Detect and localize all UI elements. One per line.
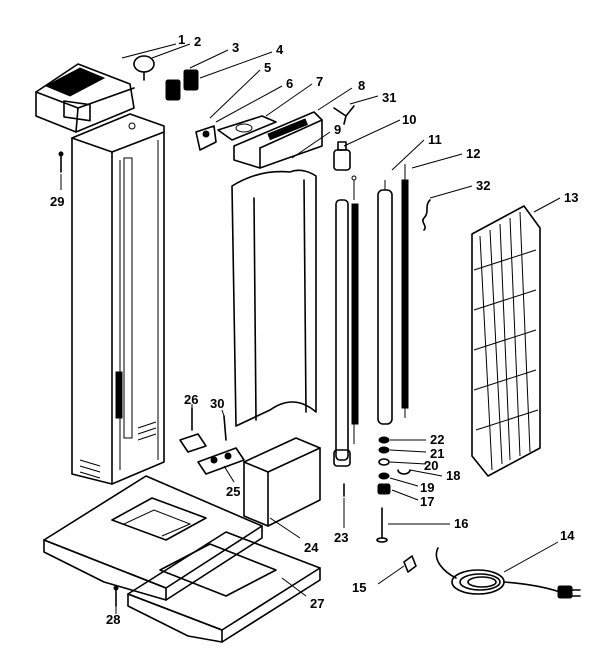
part-end-cap <box>333 141 351 171</box>
part-lower-brackets <box>179 407 245 475</box>
leader-lines <box>60 43 561 614</box>
callout-28: 28 <box>106 612 120 627</box>
part-control-panel <box>35 63 135 133</box>
callout-8: 8 <box>358 78 365 93</box>
part-base-upper <box>43 475 263 601</box>
callout-21: 21 <box>430 446 444 461</box>
callout-5: 5 <box>264 60 271 75</box>
callout-10: 10 <box>402 112 416 127</box>
part-motor-bracket <box>233 111 323 169</box>
part-motor-box <box>243 437 321 527</box>
part-heating-tube-left <box>333 175 359 467</box>
callout-16: 16 <box>454 516 468 531</box>
part-strain-relief <box>403 555 417 573</box>
part-reflector-shell <box>231 169 317 427</box>
callout-15: 15 <box>352 580 366 595</box>
callout-labels: 1 2 3 4 5 6 7 8 31 9 10 11 12 32 13 29 2… <box>50 32 578 627</box>
part-heating-coil <box>401 164 409 418</box>
part-tube-11 <box>377 180 393 425</box>
callout-17: 17 <box>420 494 434 509</box>
callout-23: 23 <box>334 530 348 545</box>
part-small-hardware <box>377 436 411 495</box>
callout-14: 14 <box>560 528 575 543</box>
part-screw-28 <box>113 585 119 607</box>
part-switches <box>165 69 199 101</box>
callout-13: 13 <box>564 190 578 205</box>
part-plate <box>217 115 277 141</box>
callout-4: 4 <box>276 42 284 57</box>
callout-31: 31 <box>382 90 396 105</box>
callout-22: 22 <box>430 432 444 447</box>
callout-18: 18 <box>446 468 460 483</box>
callout-27: 27 <box>310 596 324 611</box>
part-power-cord <box>435 547 581 599</box>
part-grille <box>471 205 541 477</box>
callout-26: 26 <box>184 392 198 407</box>
callout-11: 11 <box>428 132 442 147</box>
callout-19: 19 <box>420 480 434 495</box>
part-bracket <box>195 125 217 151</box>
callout-29: 29 <box>50 194 64 209</box>
callout-32: 32 <box>476 178 490 193</box>
callout-12: 12 <box>466 146 480 161</box>
part-cabinet-housing <box>71 113 165 485</box>
callout-9: 9 <box>334 122 341 137</box>
part-clip <box>333 105 355 125</box>
part-bolt <box>376 507 388 543</box>
callout-30: 30 <box>210 396 224 411</box>
callout-2: 2 <box>194 34 201 49</box>
callout-3: 3 <box>232 40 239 55</box>
part-screw-29 <box>58 151 64 173</box>
callout-1: 1 <box>178 32 185 47</box>
part-spring-clip <box>422 199 431 231</box>
callout-7: 7 <box>316 74 323 89</box>
vent-slots <box>79 371 157 479</box>
callout-6: 6 <box>286 76 293 91</box>
callout-25: 25 <box>226 484 240 499</box>
part-knob <box>133 55 155 81</box>
callout-24: 24 <box>304 540 319 555</box>
callout-20: 20 <box>424 458 438 473</box>
part-base-lower <box>127 531 321 643</box>
